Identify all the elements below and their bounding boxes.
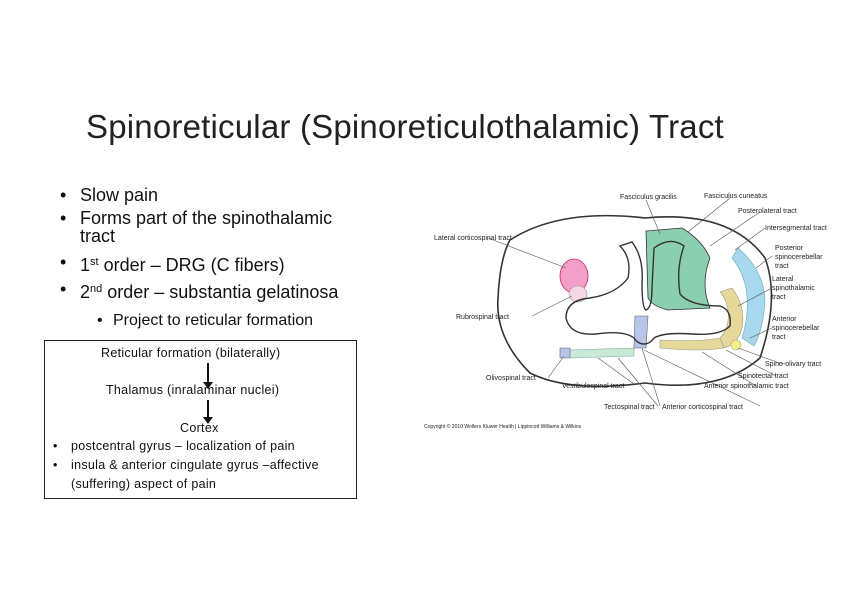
bullet-text: order – DRG (C fibers) <box>98 255 285 275</box>
bullet-text: Forms part of the spinothalamic <box>80 208 333 228</box>
grey-matter-outline <box>565 240 731 345</box>
bullet-dot: • <box>53 458 58 472</box>
bullet-ordinal: nd <box>90 283 103 295</box>
label-post-spinocerebellar-1: Posterior <box>775 245 804 252</box>
reticular-formation-label: Reticular formation (bilaterally) <box>101 346 281 360</box>
label-intersegmental: Intersegmental tract <box>765 225 827 232</box>
cortex-item-text: (suffering) aspect of pain <box>71 477 217 491</box>
cortex-label: Cortex <box>180 421 219 435</box>
label-ant-spinocerebellar-3: tract <box>772 334 786 341</box>
thalamus-label: Thalamus (inralaminar nuclei) <box>106 383 280 397</box>
bullet-text-cont: tract <box>80 226 116 246</box>
pathway-box: Reticular formation (bilaterally) Thalam… <box>44 340 357 499</box>
sub-bullet-text: Project to reticular formation <box>113 312 314 329</box>
down-arrow-icon <box>203 400 213 424</box>
down-arrow-icon <box>203 363 213 389</box>
cortex-item-text: postcentral gyrus – localization of pain <box>71 439 295 453</box>
label-lateral-corticospinal: Lateral corticospinal tract <box>434 235 512 242</box>
bullet-slow-pain: • Slow pain <box>60 183 400 207</box>
label-vestibulospinal: Vestibulospinal tract <box>562 383 624 390</box>
bullet-text: Slow pain <box>80 185 159 205</box>
bullet-dot: • <box>97 312 103 329</box>
bullet-dot: • <box>60 185 67 205</box>
anterior-spinothalamic-region <box>659 337 725 351</box>
spino-olivary-region <box>730 339 742 351</box>
label-olivospinal: Olivospinal tract <box>486 375 536 382</box>
label-ant-spinocerebellar-1: Anterior <box>772 316 797 323</box>
label-spinotectal: Spinotectal tract <box>738 373 788 380</box>
bullet-ordinal: st <box>90 256 99 268</box>
bullet-dot: • <box>53 439 58 453</box>
label-spino-olivary: Spino-olivary tract <box>765 361 821 368</box>
rubrospinal-region <box>568 285 588 303</box>
label-posterolateral: Posterolateral tract <box>738 208 797 215</box>
spinal-cord-diagram: Fasciculus gracilis Fasciculus cuneatus … <box>420 188 830 433</box>
sub-bullet: • Project to reticular formation <box>97 312 313 330</box>
label-lat-spinothalamic-3: tract <box>772 294 786 301</box>
bullet-first-order: • 1st order – DRG (C fibers) <box>60 250 400 277</box>
label-post-spinocerebellar-3: tract <box>775 263 789 270</box>
bullet-dot: • <box>60 208 67 228</box>
label-lat-spinothalamic-1: Lateral <box>772 276 794 283</box>
bullet-number: 1 <box>80 255 91 275</box>
label-ant-spinocerebellar-2: spinocerebellar <box>772 325 820 332</box>
label-anterior-corticospinal: Anterior corticospinal tract <box>662 404 743 411</box>
olivospinal-region <box>559 347 571 359</box>
bullet-second-order: • 2nd order – substantia gelatinosa <box>60 277 400 304</box>
label-fasciculus-cuneatus: Fasciculus cuneatus <box>704 193 768 200</box>
bullet-dot: • <box>60 279 67 299</box>
leader-lines <box>487 197 783 407</box>
label-fasciculus-gracilis: Fasciculus gracilis <box>620 194 677 201</box>
bullet-number: 2 <box>80 282 91 302</box>
slide-title: Spinoreticular (Spinoreticulothalamic) T… <box>86 108 724 145</box>
bullet-dot: • <box>60 252 67 272</box>
cortex-item-text: insula & anterior cingulate gyrus –affec… <box>71 458 319 472</box>
label-tectospinal: Tectospinal tract <box>604 404 655 411</box>
bullet-text: order – substantia gelatinosa <box>102 282 339 302</box>
dorsal-column-region <box>645 227 711 311</box>
label-anterior-spinothalamic: Anterior spinothalamic tract <box>704 383 789 390</box>
figure-copyright: Copyright © 2010 Wolters Kluwer Health |… <box>424 423 582 430</box>
spinal-cord-svg: Fasciculus gracilis Fasciculus cuneatus … <box>424 193 827 430</box>
label-rubrospinal: Rubrospinal tract <box>456 314 509 321</box>
bullet-spinothalamic: • Forms part of the spinothalamic tract <box>60 209 400 245</box>
label-lat-spinothalamic-2: spinothalamic <box>772 285 815 292</box>
bullet-list: • Slow pain • Forms part of the spinotha… <box>60 183 400 304</box>
vestibulospinal-region <box>567 347 635 359</box>
posterior-spinocerebellar-region <box>731 247 766 347</box>
label-post-spinocerebellar-2: spinocerebellar <box>775 254 823 261</box>
anterior-corticospinal-region <box>633 315 649 349</box>
